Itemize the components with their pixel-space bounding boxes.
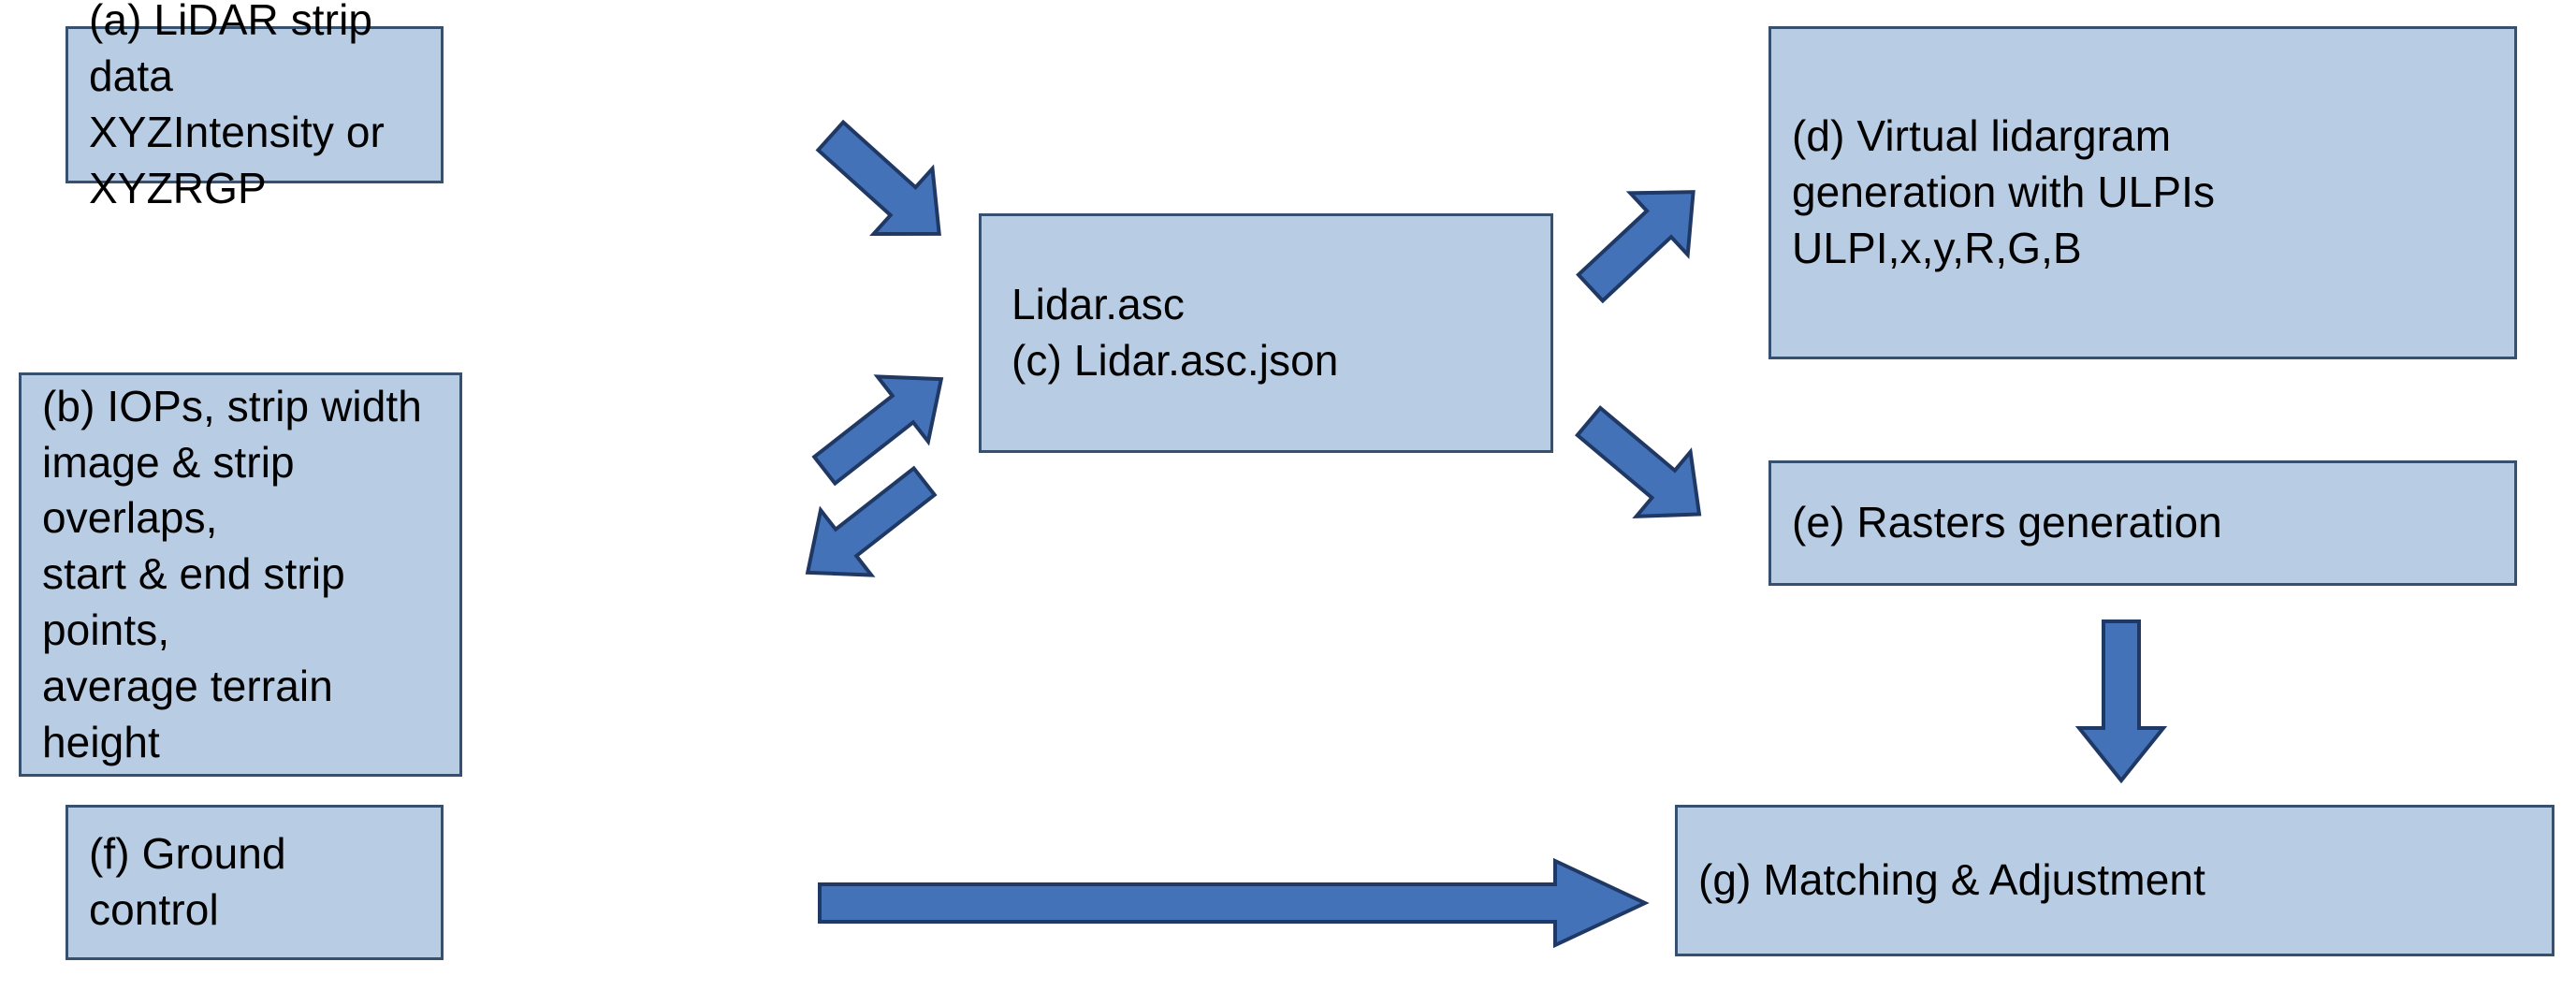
node-c-line-2: (c) Lidar.asc.json [1011,336,1339,385]
node-f-ground-control: (f) Ground control [65,805,444,960]
node-d-line-3: ULPI,x,y,R,G,B [1792,223,2082,272]
node-a-line-1: (a) LiDAR strip data [89,0,373,101]
node-e-rasters-generation: (e) Rasters generation [1768,460,2517,586]
node-b-line-2: image & strip overlaps, [42,437,295,543]
node-b-iops-strip-width: (b) IOPs, strip width image & strip over… [19,372,462,777]
arrow-c-to-b [805,465,938,577]
arrow-a-to-c [815,119,941,237]
node-g-line-1: (g) Matching & Adjustment [1698,855,2205,905]
node-e-line-1: (e) Rasters generation [1792,498,2222,547]
node-b-line-1: (b) IOPs, strip width [42,381,422,430]
node-c-lidar-asc-json: Lidar.asc (c) Lidar.asc.json [979,213,1553,453]
arrow-c-to-d [1576,190,1696,304]
arrow-f-to-g [818,857,1650,949]
node-d-line-1: (d) Virtual lidargram [1792,111,2172,161]
node-f-line-1: (f) Ground control [89,829,286,934]
node-a-lidar-strip-data: (a) LiDAR strip data XYZIntensity or XYZ… [65,0,444,212]
arrow-b-to-c [811,374,944,487]
node-b-line-3: start & end strip points, [42,549,345,654]
arrow-e-to-g [2074,619,2168,784]
node-d-virtual-lidargram-generation: (d) Virtual lidargram generation with UL… [1768,26,2517,359]
node-g-matching-adjustment: (g) Matching & Adjustment [1675,805,2554,956]
arrow-c-to-e [1574,405,1702,518]
node-b-line-4: average terrain height [42,661,333,766]
node-a-line-2: XYZIntensity or [89,108,385,156]
node-c-line-1: Lidar.asc [1011,280,1186,329]
node-d-line-2: generation with ULPIs [1792,168,2216,217]
node-a-line-3: XYZRGP [89,163,267,212]
